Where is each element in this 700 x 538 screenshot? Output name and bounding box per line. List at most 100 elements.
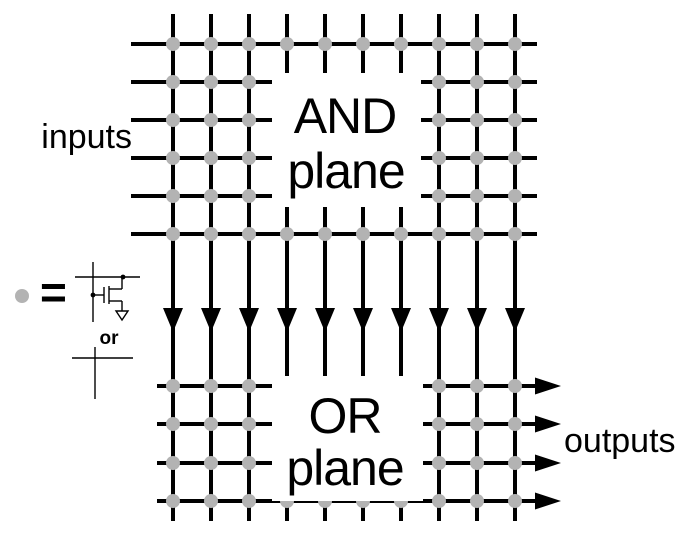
connection-dot [280,37,294,51]
down-arrow-icon [315,308,335,332]
connection-dot [470,456,484,470]
connection-dot [356,37,370,51]
connection-dot [432,37,446,51]
down-arrow-icon [239,308,259,332]
or-plane-box [272,376,423,501]
down-arrow-icon [505,308,525,332]
connection-dot [166,75,180,89]
connection-dot [204,113,218,127]
connection-dot [242,75,256,89]
down-arrow-icon [353,308,373,332]
connection-dot [508,494,522,508]
connection-dot [204,379,218,393]
outputs-label: outputs [564,422,676,460]
connection-dot [204,151,218,165]
output-arrows-layer [535,377,561,510]
connection-dot [470,75,484,89]
connection-dot [508,379,522,393]
connection-dot [394,227,408,241]
connection-dot [242,151,256,165]
connection-dot [242,227,256,241]
connection-dot [394,37,408,51]
connection-dots-layer [166,37,522,508]
connection-dot [204,75,218,89]
connection-dot [470,151,484,165]
connection-dot [470,113,484,127]
connection-dot [204,417,218,431]
ground-symbol-icon [114,310,130,322]
connection-dot [204,227,218,241]
connection-dot [280,227,294,241]
connection-dot [432,75,446,89]
connection-dot [242,494,256,508]
connection-dot [242,456,256,470]
connection-dot [470,494,484,508]
down-arrow-icon [429,308,449,332]
connection-dot [318,227,332,241]
or-plane-label-line1: OR [309,388,382,444]
output-arrow-icon [535,492,561,510]
connection-dot [318,37,332,51]
connection-dot [242,379,256,393]
connection-dot [432,494,446,508]
connection-dot [166,227,180,241]
down-arrow-icon [277,308,297,332]
connection-dot [432,189,446,203]
legend-or-label: or [100,328,120,349]
and-plane-box [272,73,421,207]
connection-dot [242,189,256,203]
down-arrow-icon [163,308,183,332]
connection-dot [166,189,180,203]
text-layer: inputs outputs AND plane OR plane = or [40,88,676,496]
connection-dot [242,113,256,127]
connection-dot [204,189,218,203]
down-arrow-icon [201,308,221,332]
connection-dot [432,113,446,127]
connection-dot [356,227,370,241]
down-arrow-icon [467,308,487,332]
equals-sign: = [40,266,67,318]
connection-dot [470,379,484,393]
down-arrow-icon [391,308,411,332]
junction-dot [120,274,126,280]
and-plane-label-line2: plane [287,143,404,199]
connection-dot [508,75,522,89]
connection-dot [432,379,446,393]
connection-dot [470,189,484,203]
connection-dot [508,227,522,241]
connection-dot [204,37,218,51]
and-plane-label-line1: AND [294,88,397,144]
connection-dot [166,151,180,165]
connection-dot [432,417,446,431]
connection-dot [242,417,256,431]
connection-dot [508,37,522,51]
legend-connection-dot [15,289,29,303]
connection-dot [166,379,180,393]
connection-dot [204,494,218,508]
output-arrow-icon [535,377,561,395]
connection-dot [508,417,522,431]
down-arrows-layer [163,308,525,332]
connection-dot [508,456,522,470]
connection-dot [470,37,484,51]
connection-dot [432,151,446,165]
inputs-label: inputs [41,118,132,156]
connection-dot [166,37,180,51]
output-arrow-icon [535,415,561,433]
connection-dot [166,456,180,470]
connection-dot [470,227,484,241]
connection-dot [508,113,522,127]
output-arrow-icon [535,454,561,472]
connection-dot [508,189,522,203]
junction-dot [90,292,96,298]
connection-dot [432,456,446,470]
legend-layer [15,262,140,399]
connection-dot [470,417,484,431]
connection-dot [166,417,180,431]
connection-dot [204,456,218,470]
or-plane-label-line2: plane [286,440,403,496]
connection-dot [432,227,446,241]
connection-dot [508,151,522,165]
